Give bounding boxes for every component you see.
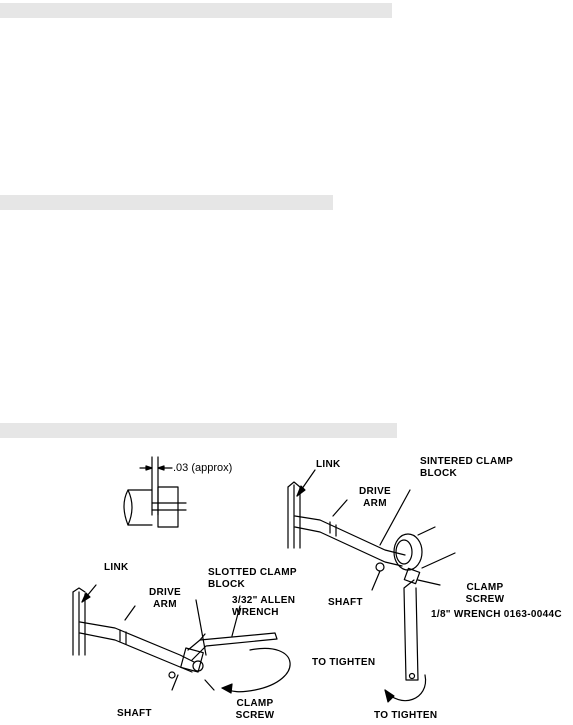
right-link-label: LINK bbox=[316, 459, 341, 470]
allen-wrench-label: 3/32" ALLEN WRENCH bbox=[232, 595, 296, 618]
slotted-clamp-block-label: SLOTTED CLAMP BLOCK bbox=[208, 567, 297, 590]
left-assembly-drawing bbox=[72, 584, 291, 694]
right-to-tighten-label: TO TIGHTEN bbox=[374, 710, 438, 721]
left-to-tighten-label: TO TIGHTEN bbox=[312, 657, 376, 668]
section-header-bar-2 bbox=[0, 195, 333, 210]
right-wrench-label: 1/8" WRENCH 0163-0044C bbox=[431, 609, 562, 620]
sintered-clamp-block-label: SINTERED CLAMP BLOCK bbox=[420, 456, 513, 479]
section-header-bar-1 bbox=[0, 3, 392, 18]
left-shaft-label: SHAFT bbox=[117, 708, 152, 719]
left-clamp-screw-label: CLAMP SCREW bbox=[235, 698, 275, 721]
left-link-label: LINK bbox=[104, 562, 129, 573]
right-shaft-label: SHAFT bbox=[328, 597, 363, 608]
gap-dimension-label: .03 (approx) bbox=[173, 462, 233, 474]
gap-detail-drawing bbox=[123, 456, 187, 528]
section-header-bar-3 bbox=[0, 423, 397, 438]
right-clamp-screw-label: CLAMP SCREW bbox=[465, 582, 505, 605]
right-assembly-drawing bbox=[287, 469, 456, 703]
right-drive-arm-label: DRIVE ARM bbox=[358, 486, 392, 509]
left-drive-arm-label: DRIVE ARM bbox=[148, 587, 182, 610]
